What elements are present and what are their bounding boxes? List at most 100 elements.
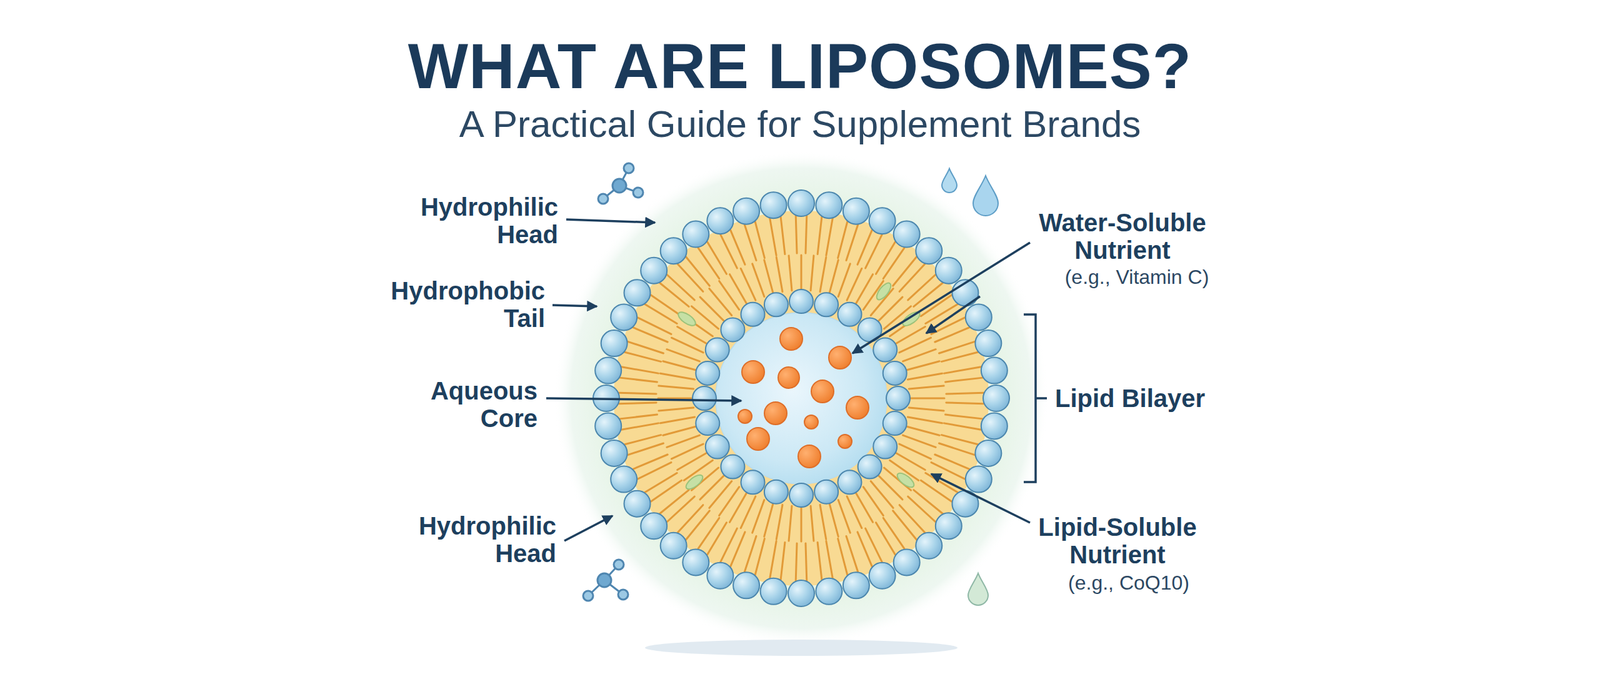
water-soluble-dot xyxy=(741,360,765,384)
lipid-head xyxy=(789,289,814,314)
lipid-tail xyxy=(624,435,661,445)
lipid-tail xyxy=(920,295,952,317)
lipid-tail xyxy=(744,224,757,260)
lipid-tail xyxy=(620,414,658,419)
lipid-tail xyxy=(810,255,814,291)
lipid-tail xyxy=(627,341,664,354)
lipid-head xyxy=(610,466,637,493)
ground-shadow xyxy=(645,639,958,656)
lipid-tail xyxy=(624,351,661,362)
hydrophilic-heads xyxy=(593,190,1010,607)
lipid-soluble-capsule xyxy=(683,472,705,492)
lipid-head xyxy=(764,292,789,317)
leader-arrow xyxy=(546,398,742,401)
lipid-head xyxy=(705,435,730,459)
water-soluble-dot xyxy=(764,401,787,425)
lipid-tail xyxy=(945,377,984,382)
lipid-tail xyxy=(618,392,657,394)
water-soluble-dot xyxy=(846,396,869,419)
lipid-head xyxy=(789,483,814,507)
lipid-tail xyxy=(903,349,937,362)
lipid-head xyxy=(981,357,1008,384)
lipid-tail xyxy=(795,215,797,254)
lipid-tail xyxy=(941,351,978,362)
lipid-head xyxy=(975,330,1002,357)
lipid-head xyxy=(695,361,720,385)
lipid-head xyxy=(595,412,622,439)
molecule-atom xyxy=(623,163,634,174)
lipid-tail xyxy=(805,215,807,254)
lipid-tail xyxy=(838,263,850,297)
lipid-soluble-capsule xyxy=(676,309,698,329)
lipid-head xyxy=(760,578,787,605)
lipid-head xyxy=(815,578,842,605)
lipid-head xyxy=(869,207,896,234)
part-label: Aqueous Core xyxy=(406,376,538,432)
lipid-tail xyxy=(877,296,903,322)
lipid-head xyxy=(981,412,1008,439)
example-note: (e.g., Vitamin C) xyxy=(1036,265,1237,289)
lipid-head xyxy=(893,548,920,575)
lipid-tail xyxy=(944,423,982,430)
leader-arrow xyxy=(852,242,1030,354)
water-soluble-dot xyxy=(780,327,803,350)
lipid-head xyxy=(764,480,789,504)
lipid-tail xyxy=(620,377,658,382)
lipid-tail xyxy=(776,256,783,292)
lipid-tail xyxy=(865,234,883,269)
lipid-head xyxy=(843,198,870,225)
lipid-tail xyxy=(650,480,682,502)
lipid-head xyxy=(601,440,628,467)
lipid-tail xyxy=(908,407,944,411)
lipid-tail xyxy=(650,295,682,317)
lipid-head xyxy=(843,571,870,599)
lipid-tail xyxy=(829,502,839,537)
water-soluble-dot xyxy=(738,409,752,424)
lipid-head xyxy=(706,207,734,234)
lipid-head xyxy=(595,357,622,384)
lipid-head xyxy=(915,237,942,264)
lipid-tail xyxy=(707,522,727,555)
lipid-head xyxy=(883,411,907,435)
lipid-tail xyxy=(939,341,975,354)
lipid-head xyxy=(975,440,1002,467)
water-soluble-dot xyxy=(778,366,800,389)
example-note: (e.g., CoQ10) xyxy=(1035,571,1223,594)
lipid-soluble-capsule xyxy=(874,280,894,302)
bilayer-band xyxy=(613,210,989,586)
lipid-head xyxy=(815,191,842,219)
lipid-tail xyxy=(893,510,917,540)
lipid-tail xyxy=(846,496,862,529)
water-soluble-dot xyxy=(746,427,770,450)
leader-arrow xyxy=(552,305,597,307)
lipid-head xyxy=(965,466,992,493)
hydrophobic-tails xyxy=(618,215,984,581)
lipid-head xyxy=(965,303,992,330)
subtitle: A Practical Guide for Supplement Brands xyxy=(300,102,1300,147)
lipid-tail xyxy=(907,373,942,380)
lipid-tail xyxy=(883,247,905,279)
lipid-tail xyxy=(913,282,944,307)
water-soluble-dot xyxy=(828,346,852,369)
lipid-head xyxy=(983,385,1010,412)
lipid-tail xyxy=(666,496,695,522)
lipid-tail xyxy=(752,500,765,534)
lipid-tail xyxy=(685,256,710,287)
water-soluble-dot xyxy=(804,415,819,429)
part-label: Hydrophilic Head xyxy=(393,511,557,567)
lipid-tail xyxy=(663,426,697,435)
lipid-head xyxy=(788,190,815,217)
lipid-head xyxy=(893,221,920,248)
lipid-tail xyxy=(893,256,917,287)
lipid-head xyxy=(886,386,910,410)
lipid-head xyxy=(741,302,765,327)
lipid-head xyxy=(624,490,651,517)
lipid-head xyxy=(915,532,942,559)
lipid-head xyxy=(935,512,962,539)
lipid-head xyxy=(733,571,760,599)
lipid-tail xyxy=(698,517,720,549)
lipid-tail xyxy=(627,443,664,455)
lipid-tail xyxy=(660,490,690,514)
liposome xyxy=(593,190,1010,607)
lipid-tail xyxy=(941,435,978,445)
